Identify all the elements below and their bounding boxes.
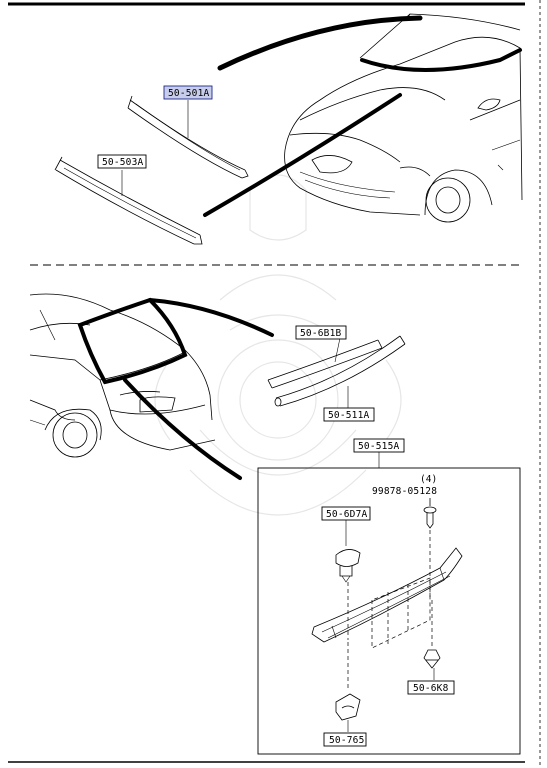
label-6D7A[interactable]: 50-6D7A [321,506,371,521]
rear-window-seal-curve [148,298,274,337]
detail-box [257,467,521,755]
rear-car-illustration [29,293,216,458]
rear-window-seal [77,297,188,385]
label-765[interactable]: 50-765 [323,732,367,747]
svg-text:50-515A: 50-515A [358,441,400,452]
moulding-503A [54,156,203,245]
label-6B1B[interactable]: 50-6B1B [295,325,347,340]
svg-text:50-765: 50-765 [329,735,365,746]
label-511A[interactable]: 50-511A [323,407,375,422]
clip-765-icon [335,693,361,721]
label-515A[interactable]: 50-515A [353,438,405,453]
rear-window-seal-leader [123,378,242,480]
moulding-511A [274,335,406,407]
watermark-emblem [154,174,402,516]
label-501A[interactable]: 50-501A [163,85,213,100]
mount-guide-box [347,577,431,649]
svg-text:50-6K8: 50-6K8 [413,683,449,694]
svg-text:50-511A: 50-511A [328,410,370,421]
svg-text:50-6D7A: 50-6D7A [326,509,368,520]
clip-6D7A-icon [335,549,361,583]
garnish-515A [311,547,463,643]
windshield-seal-leader [203,93,402,217]
label-503A[interactable]: 50-503A [97,154,147,169]
screw-icon [423,498,437,529]
svg-text:50-503A: 50-503A [102,157,144,168]
svg-text:50-501A: 50-501A [168,88,210,99]
screw-part-number[interactable]: 99878-05128 [372,486,437,497]
label-6K8[interactable]: 50-6K8 [407,680,455,695]
front-car-illustration [284,13,523,223]
clip-6K8-icon [423,649,441,669]
svg-text:50-6B1B: 50-6B1B [300,328,342,339]
screw-quantity: (4) [420,474,437,485]
windshield-seal-top [360,48,522,72]
moulding-6B1B [267,339,383,389]
leader-6B1B [334,337,341,363]
moulding-501A [127,95,249,179]
windshield-seal-curve [217,15,423,71]
